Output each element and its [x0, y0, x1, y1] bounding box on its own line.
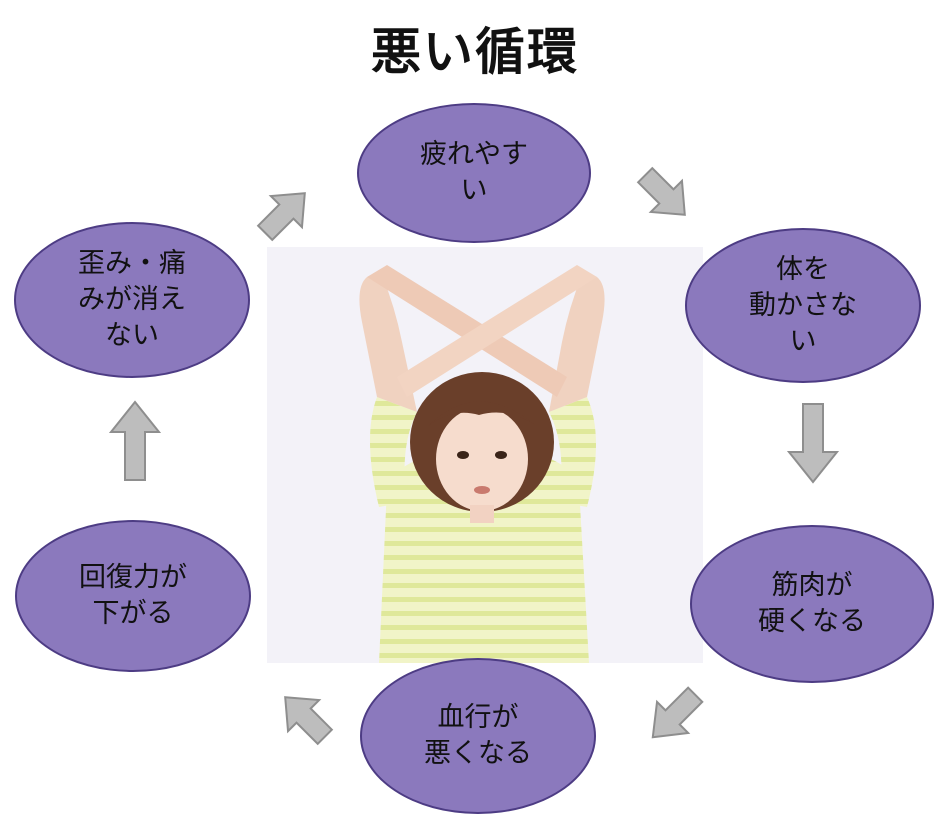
node-label-line: 疲れやす [420, 139, 528, 170]
cycle-node-pain: 歪み・痛 みが消え ない [14, 222, 250, 378]
cycle-node-circulation: 血行が 悪くなる [360, 658, 596, 814]
node-label-line: 筋肉が [771, 570, 853, 601]
cycle-node-tired: 疲れやす い [357, 103, 591, 243]
node-label-line: みが消え [78, 284, 186, 315]
node-label-line: 悪くなる [424, 738, 532, 769]
woman-crossed-arms-x-icon [267, 247, 703, 663]
arrow-up-icon [108, 400, 162, 481]
node-label-line: 下がる [92, 598, 174, 629]
cycle-node-recovery: 回復力が 下がる [15, 520, 251, 672]
arrow-down-right-icon [636, 166, 686, 216]
node-label-line: い [460, 175, 488, 206]
page-title: 悪い循環 [371, 23, 579, 81]
node-label-line: 血行が [437, 702, 519, 733]
woman-crossed-arms-photo [267, 247, 703, 663]
arrow-up-left-icon [284, 696, 334, 746]
cycle-node-no-move: 体を 動かさな い [685, 228, 921, 383]
node-label-line: ない [105, 320, 159, 351]
arrow-down-icon [786, 403, 840, 484]
node-label-line: い [789, 325, 817, 357]
node-label-line: 回復力が [79, 562, 187, 593]
arrow-down-left-icon [651, 686, 704, 739]
node-label-line: 硬くなる [758, 606, 866, 637]
cycle-node-stiff: 筋肉が 硬くなる [690, 525, 934, 683]
node-label-line: 歪み・痛 [78, 248, 186, 279]
node-label-line: 動かさな [749, 289, 857, 321]
node-label-line: 体を [776, 253, 830, 285]
arrow-up-right-icon [256, 192, 306, 242]
